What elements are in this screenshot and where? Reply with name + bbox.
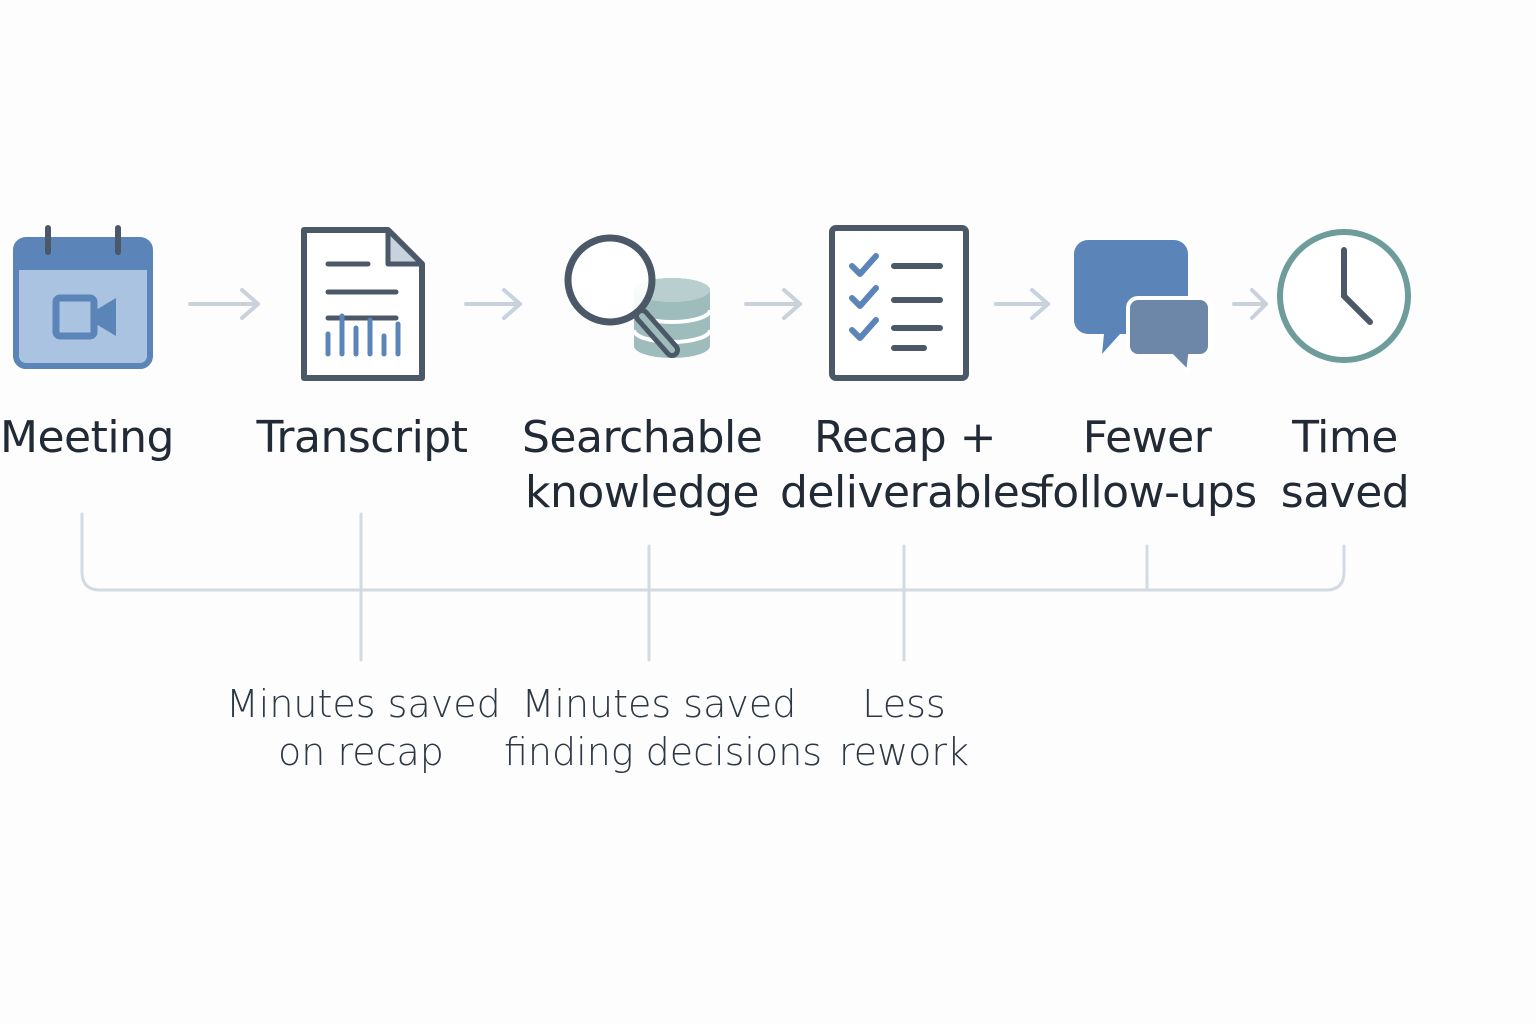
benefit-label-recap: Minutes saved on recap [226, 680, 501, 776]
chat-bubbles-icon [1074, 240, 1212, 374]
step-label-line: knowledge [525, 467, 760, 518]
transcript-document-icon [301, 227, 425, 381]
arrow-right-icon [464, 288, 522, 320]
video-calendar-icon [13, 225, 153, 369]
benefit-label-line: rework [838, 730, 970, 774]
step-label-fewer-follow-ups: Fewer follow-ups [1036, 410, 1258, 520]
step-label-meeting: Meeting [0, 410, 174, 465]
step-label-searchable-knowledge: Searchable knowledge [522, 410, 763, 520]
clock-icon [1277, 229, 1411, 363]
step-label-line: Fewer [1082, 412, 1212, 463]
benefit-label-decisions: Minutes saved finding decisions [504, 680, 823, 776]
arrow-right-icon [744, 288, 802, 320]
step-label-recap-deliverables: Recap + deliverables [780, 410, 1042, 520]
search-database-icon [564, 234, 712, 358]
step-label-line: Meeting [0, 412, 174, 463]
benefit-label-line: Less [862, 682, 946, 726]
step-label-time-saved: Time saved [1270, 410, 1420, 520]
step-label-line: Recap + [813, 412, 997, 463]
step-label-line: Time [1292, 412, 1398, 463]
step-label-transcript: Transcript [252, 410, 472, 465]
benefit-label-line: Minutes saved [226, 682, 501, 726]
arrow-right-icon [188, 288, 260, 320]
checklist-icon [829, 225, 969, 381]
arrow-right-icon [1232, 288, 1268, 320]
arrow-right-icon [994, 288, 1050, 320]
benefit-label-line: on recap [278, 730, 444, 774]
step-label-line: follow-ups [1037, 467, 1257, 518]
benefit-label-rework: Less rework [834, 680, 974, 776]
benefit-label-line: finding decisions [504, 730, 823, 774]
step-label-line: saved [1280, 467, 1410, 518]
step-label-line: Transcript [256, 412, 468, 463]
benefit-label-line: Minutes saved [521, 682, 797, 726]
step-label-line: Searchable [522, 412, 763, 463]
step-label-line: deliverables [780, 467, 1042, 518]
